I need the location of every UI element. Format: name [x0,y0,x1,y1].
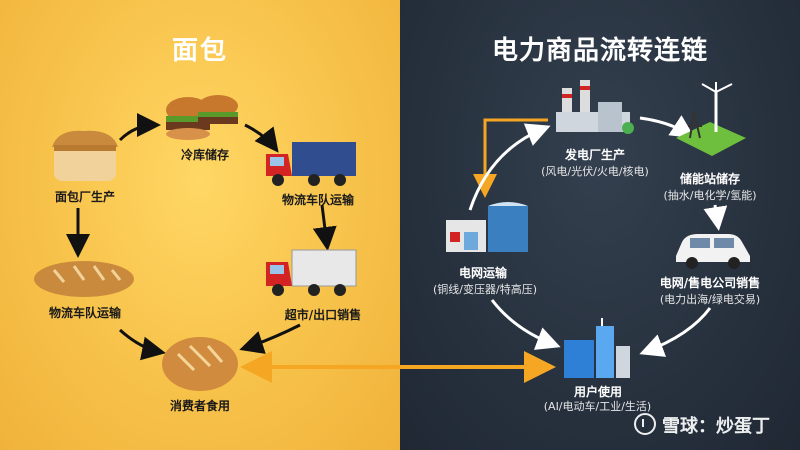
bread-factory-label: 面包厂生产 [54,190,115,204]
baguette-icon [34,261,134,297]
arrow-plant-to-grid-orange [473,118,548,198]
truck-top-icon [266,142,356,186]
supermarket-label: 超市/出口销售 [284,308,362,322]
storage-sub: (抽水/电化学/氢能) [663,189,757,202]
transmission-sub: (铜线/变压器/特高压) [433,283,537,296]
watermark-text: 雪球：炒蛋丁 [662,416,770,437]
storage-label: 储能站储存 [679,172,740,186]
truck-left-label: 物流车队运输 [48,306,121,320]
truck-top-label: 物流车队运输 [281,193,354,207]
end-use-label: 用户使用 [573,385,622,399]
power-plant-icon [556,80,634,134]
transmission-label: 电网运输 [458,266,507,280]
arrow-truck-left-to-consumer [118,328,166,361]
electricity-title: 电力商品流转连链 [491,36,708,66]
snowball-logo-icon [634,413,656,435]
wind-turbine-icon [676,82,746,156]
arrow-truck-to-market [312,204,337,251]
arrow-factory-to-cold [118,113,161,142]
sales-label: 电网/售电公司销售 [659,276,761,290]
bread-title: 面包 [171,36,228,66]
arrow-plant-to-storage [639,115,696,139]
grid-station-icon [446,202,528,252]
city-buildings-icon [564,318,630,378]
watermark: 雪球：炒蛋丁 [634,412,770,438]
arrow-grid-to-plant [468,123,551,211]
arrow-storage-to-sales [703,204,728,231]
arrow-cold-to-truck [244,123,279,153]
power-plant-sub: (风电/光伏/火电/核电) [541,165,649,178]
power-plant-label: 发电厂生产 [564,148,625,162]
end-use-sub: (AI/电动车/工业/生活) [543,400,652,413]
round-bread-icon [162,337,238,391]
cold-storage-label: 冷库储存 [180,148,229,162]
consumer-label: 消费者食用 [169,399,230,413]
arrow-sales-to-user [639,307,712,357]
truck-market-icon [266,249,357,296]
sales-sub: (电力出海/绿电交易) [659,293,761,306]
electric-car-icon [676,234,750,269]
bread-loaf-icon [52,130,118,181]
arrow-market-to-consumer [239,323,301,354]
arrow-grid-to-user [490,299,561,350]
burger-icon [166,95,238,140]
